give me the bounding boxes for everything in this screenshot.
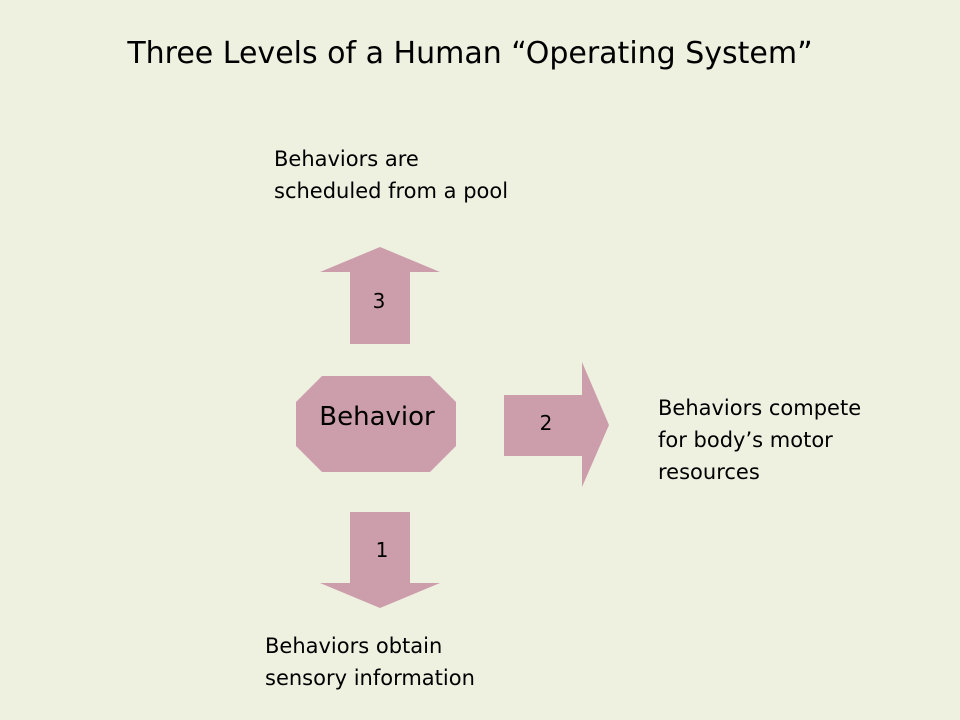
note-right: Behaviors compete for body’s motor resou… (658, 396, 862, 484)
behavior-octagon (296, 376, 456, 472)
note-bottom: Behaviors obtain sensory information (265, 634, 475, 690)
arrow-right-level-2 (504, 362, 609, 487)
arrow-down-level-1 (320, 512, 440, 608)
note-top: Behaviors are scheduled from a pool (274, 147, 509, 203)
arrow-down-number: 1 (376, 538, 389, 562)
arrow-up-level-3 (320, 247, 440, 344)
behavior-label: Behavior (319, 402, 435, 432)
slide-title: Three Levels of a Human “Operating Syste… (127, 36, 813, 71)
arrow-up-number: 3 (373, 289, 386, 313)
arrow-right-number: 2 (540, 411, 553, 435)
